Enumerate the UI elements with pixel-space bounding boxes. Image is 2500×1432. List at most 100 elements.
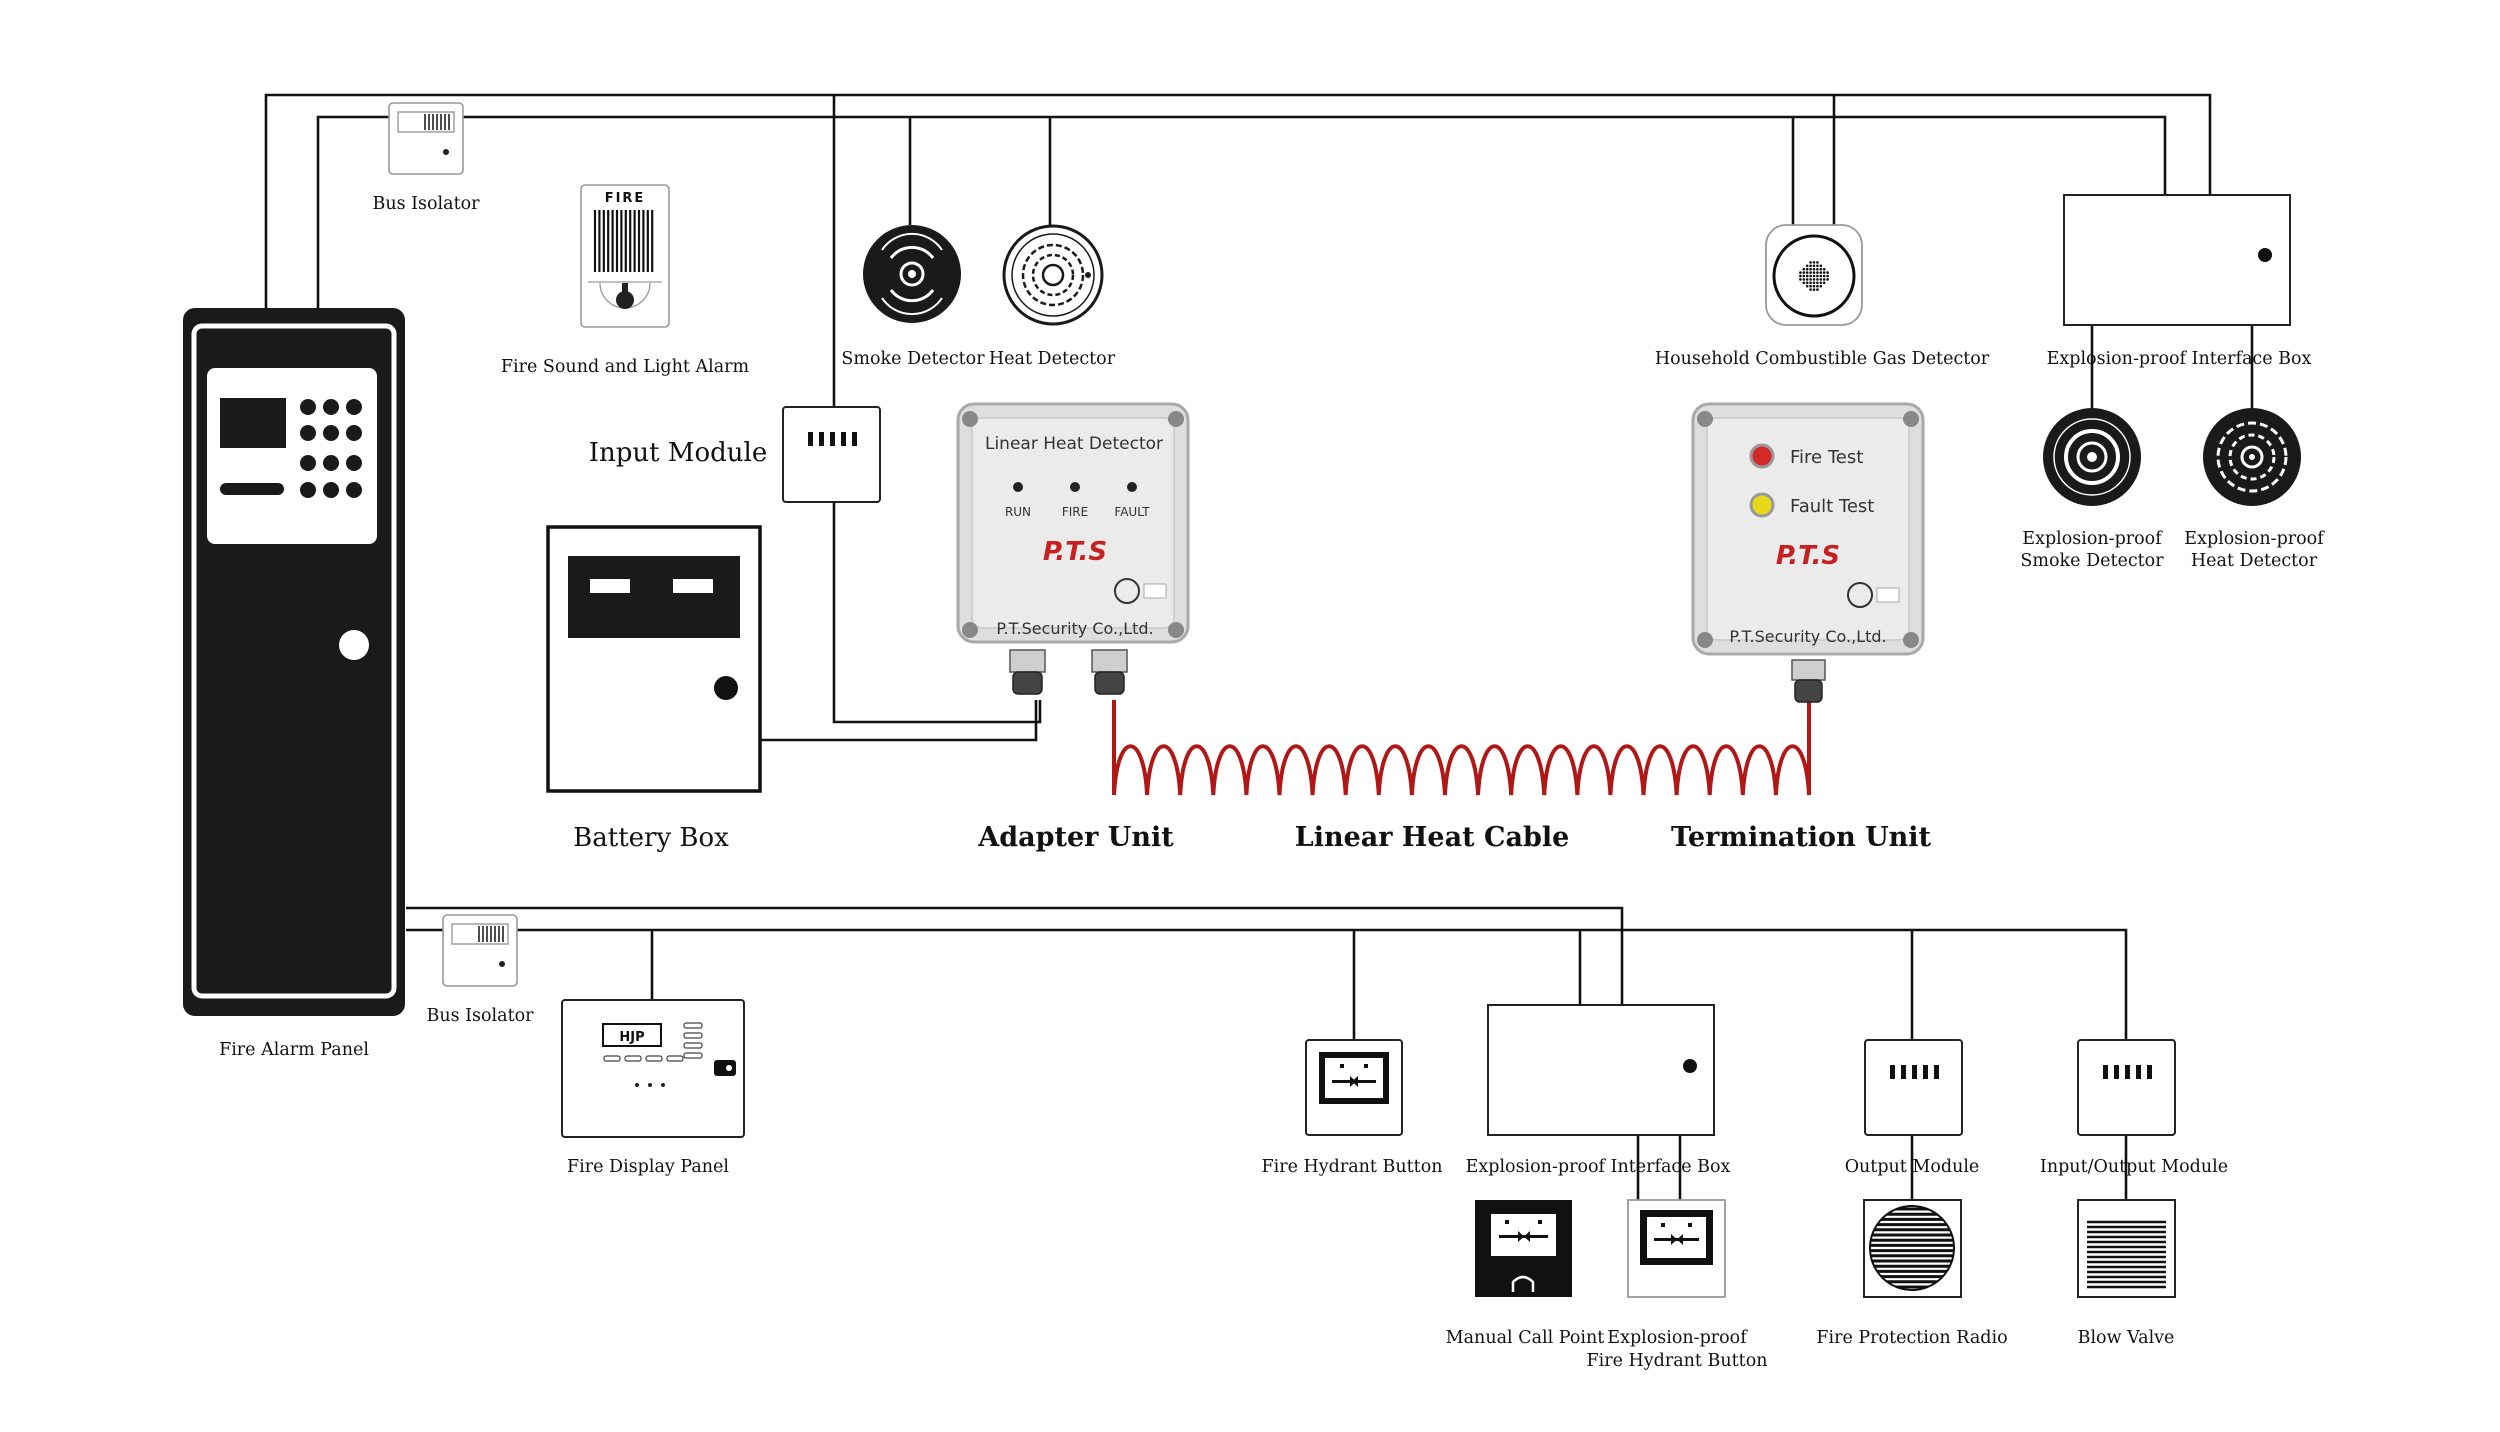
adapter-unit-label: Adapter Unit bbox=[977, 822, 1174, 853]
gas-grille-dot bbox=[1802, 281, 1806, 285]
termination-unit[interactable]: Fire Test Fault Test P.T.S P.T.Security … bbox=[1691, 402, 1925, 703]
panel-door-frame bbox=[191, 323, 397, 999]
fire-alarm-panel[interactable] bbox=[183, 308, 405, 1016]
fire-protection-radio-label: Fire Protection Radio bbox=[1816, 1328, 2007, 1348]
gas-grille-dot bbox=[1822, 278, 1826, 281]
manual-call-point[interactable] bbox=[1475, 1200, 1572, 1297]
gas-grille-dot bbox=[1809, 274, 1812, 278]
io-module-terminals-icon bbox=[2103, 1065, 2152, 1079]
gas-grille-dot bbox=[1816, 278, 1819, 281]
fault-led bbox=[1127, 482, 1137, 492]
adapter-unit[interactable]: Linear Heat Detector RUN FIRE FAULT P.T.… bbox=[956, 402, 1190, 695]
gas-grille-dot bbox=[1816, 284, 1819, 288]
gas-grille-dot bbox=[1809, 271, 1812, 274]
ex-hydrant-button-label-1: Explosion-proof bbox=[1607, 1328, 1748, 1348]
interface-box-top[interactable] bbox=[2063, 194, 2291, 326]
gas-grille-dot bbox=[1816, 264, 1819, 268]
gas-grille-dot bbox=[1822, 281, 1826, 285]
gas-grille-dot bbox=[1826, 271, 1829, 274]
display-panel-hjp-text: HJP bbox=[619, 1030, 644, 1045]
gas-detector-label: Household Combustible Gas Detector bbox=[1655, 349, 1990, 369]
gas-grille-dot bbox=[1822, 271, 1826, 274]
fire-sound-light-alarm-label: Fire Sound and Light Alarm bbox=[501, 357, 750, 377]
interface-box-bottom[interactable] bbox=[1487, 1004, 1715, 1136]
ex-heat-detector-label-2: Heat Detector bbox=[2191, 551, 2318, 571]
heat-detector-body bbox=[1002, 224, 1104, 326]
ex-hydrant-button[interactable] bbox=[1627, 1199, 1726, 1298]
gas-grille-dot bbox=[1819, 284, 1823, 288]
smoke-detector[interactable] bbox=[863, 225, 961, 323]
gas-grille-dot bbox=[1816, 281, 1819, 285]
interface-box-bottom-lock bbox=[1683, 1059, 1697, 1073]
bus-isolator-top-window bbox=[397, 111, 455, 133]
fire-display-panel[interactable]: HJP bbox=[561, 999, 745, 1138]
fire-led-label: FIRE bbox=[1062, 505, 1088, 519]
battery-box[interactable] bbox=[546, 525, 762, 793]
speaker-grille-icon bbox=[1870, 1207, 1954, 1289]
gas-grille-dot bbox=[1816, 267, 1819, 271]
fire-protection-radio[interactable] bbox=[1863, 1199, 1962, 1298]
hydrant-button-press-icon bbox=[1332, 1064, 1376, 1087]
io-module-body bbox=[2077, 1039, 2176, 1136]
ex-heat-detector-label-1: Explosion-proof bbox=[2184, 529, 2325, 549]
fire-sound-light-alarm[interactable]: FIRE bbox=[580, 184, 670, 328]
alarm-lamp-icon bbox=[616, 291, 634, 309]
gas-grille-dot bbox=[1802, 278, 1806, 281]
gas-grille-dot bbox=[1809, 284, 1812, 288]
household-gas-detector[interactable] bbox=[1765, 224, 1863, 326]
screw-icon bbox=[962, 622, 978, 638]
top-bus-inner-wire bbox=[316, 115, 2167, 308]
battery-box-display bbox=[568, 556, 740, 638]
gas-grille-dot bbox=[1812, 264, 1816, 268]
alarm-speaker-grille-icon bbox=[593, 210, 654, 272]
fire-test-label: Fire Test bbox=[1790, 447, 1863, 468]
fault-test-led-icon bbox=[1749, 492, 1775, 518]
gas-grille-dot bbox=[1819, 271, 1823, 274]
ex-smoke-detector[interactable] bbox=[2043, 408, 2141, 506]
bus-isolator-bottom[interactable] bbox=[442, 914, 518, 987]
ex-heat-detector[interactable] bbox=[2203, 408, 2301, 506]
output-module[interactable] bbox=[1864, 1039, 1963, 1136]
heat-detector[interactable] bbox=[1002, 224, 1104, 326]
gas-grille-dot bbox=[1799, 274, 1802, 278]
alarm-fire-text: FIRE bbox=[605, 191, 646, 206]
display-panel-key-switch bbox=[714, 1060, 736, 1076]
interface-box-bottom-body bbox=[1487, 1004, 1715, 1136]
gas-grille-dot bbox=[1805, 264, 1809, 268]
manual-call-point-label: Manual Call Point bbox=[1446, 1328, 1605, 1348]
call-point-phone-icon bbox=[1511, 1275, 1535, 1292]
gas-grille-dot bbox=[1812, 288, 1816, 291]
gas-grille-dot bbox=[1809, 278, 1812, 281]
fire-alarm-panel-label: Fire Alarm Panel bbox=[219, 1040, 369, 1060]
gas-grille-dot bbox=[1812, 271, 1816, 274]
barcode-icon bbox=[424, 114, 450, 130]
io-module[interactable] bbox=[2077, 1039, 2176, 1136]
linear-heat-cable-label: Linear Heat Cable bbox=[1295, 822, 1570, 853]
adapter-cable-glands-icon bbox=[1009, 649, 1128, 695]
gas-grille-dot bbox=[1826, 274, 1829, 278]
gas-grille-dot bbox=[1812, 284, 1816, 288]
gas-grille-dot bbox=[1809, 261, 1812, 264]
ex-smoke-detector-label-1: Explosion-proof bbox=[2022, 529, 2163, 549]
bus-isolator-top-led bbox=[443, 149, 449, 155]
adapter-title: Linear Heat Detector bbox=[985, 434, 1163, 454]
interface-box-top-lock bbox=[2258, 248, 2272, 262]
bus-isolator-top[interactable] bbox=[388, 102, 464, 175]
bottom-bus-inner-wire bbox=[406, 928, 2128, 1040]
screw-icon bbox=[1168, 622, 1184, 638]
ul-listed-icon bbox=[1114, 578, 1140, 604]
panel-slot bbox=[220, 483, 284, 495]
panel-keypad bbox=[300, 399, 362, 498]
interface-box-top-body bbox=[2063, 194, 2291, 326]
blow-valve-label: Blow Valve bbox=[2078, 1328, 2175, 1348]
screw-icon bbox=[1697, 632, 1713, 648]
termination-cable-gland-icon bbox=[1791, 659, 1826, 703]
fire-hydrant-button[interactable] bbox=[1305, 1039, 1403, 1136]
wiring bbox=[264, 93, 2254, 1200]
gas-grille-dot bbox=[1819, 267, 1823, 271]
gas-grille-dot bbox=[1812, 274, 1816, 278]
input-module[interactable] bbox=[782, 406, 881, 503]
blow-valve[interactable] bbox=[2077, 1199, 2176, 1298]
display-panel-screen bbox=[602, 1023, 662, 1047]
